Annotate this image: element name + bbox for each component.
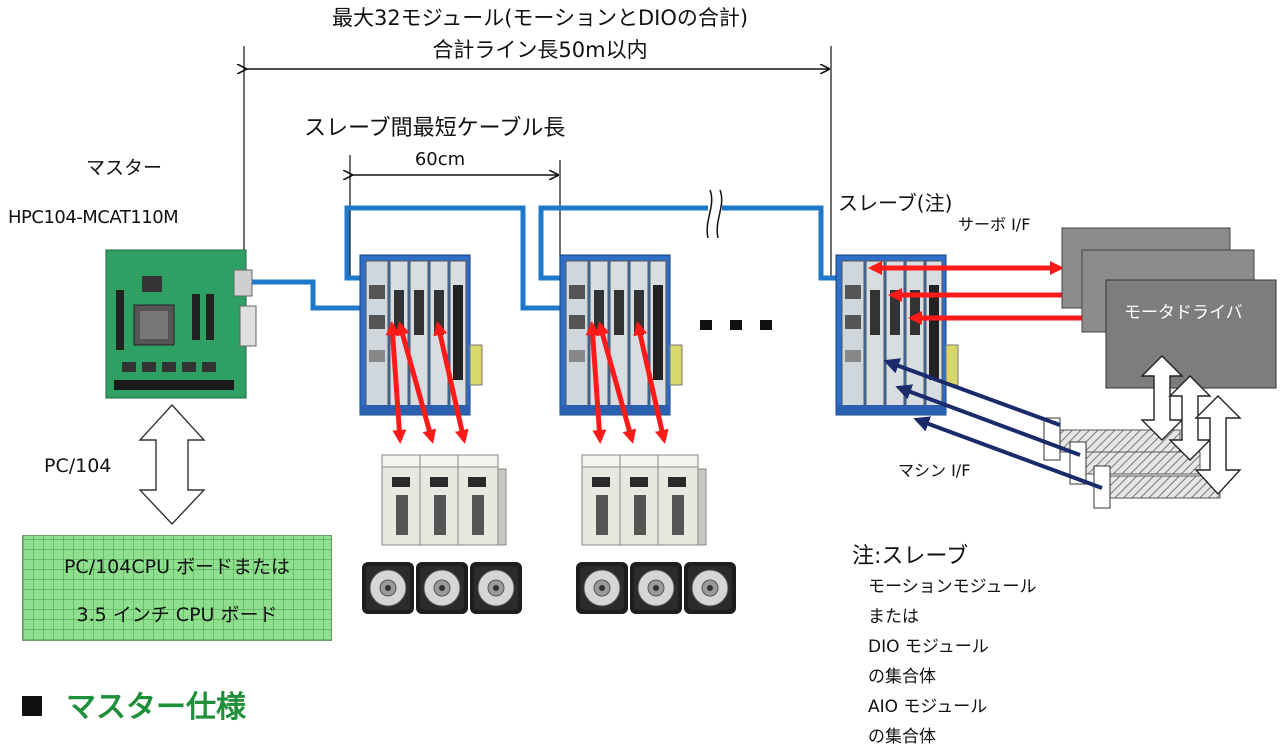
- motor-driver-boxes: [1061, 227, 1277, 389]
- ethercat-cable: [252, 279, 360, 311]
- servo-drivers-group-2: [581, 454, 707, 546]
- servo-drivers-group-1: [381, 454, 507, 546]
- ellipsis-dots: [700, 320, 772, 330]
- note-line: の集合体: [868, 667, 936, 687]
- cpu-board-box: PC/104CPU ボードまたは 3.5 インチ CPU ボード: [22, 535, 332, 641]
- square-bullet-icon: [22, 695, 42, 716]
- span-value: 60cm: [414, 149, 466, 170]
- ethercat-cable: [722, 205, 836, 281]
- machine-hatched-parts: [1043, 417, 1221, 509]
- title-line-2: 合計ライン長50m以内: [432, 38, 648, 62]
- master-model: HPC104-MCAT110M: [8, 207, 179, 228]
- note-line: の集合体: [868, 727, 936, 747]
- note-line: AIO モジュール: [868, 697, 988, 717]
- note-head: 注:スレーブ: [852, 544, 969, 569]
- servo-if-label: サーボ I/F: [958, 215, 1031, 234]
- ethercat-cable: [344, 205, 560, 311]
- master-board: [105, 249, 257, 399]
- slave-module-stack-3: [835, 254, 959, 416]
- slave-module-stack-1: [359, 254, 483, 416]
- motor-driver-label: モータドライバ: [1124, 303, 1243, 323]
- title-line-1: 最大32モジュール(モーションとDIOの合計): [331, 6, 749, 30]
- white-bidirectional-arrows: [1140, 355, 1242, 496]
- master-label: マスター: [85, 157, 163, 179]
- servo-motors-group-1: [361, 561, 523, 615]
- machine-io-arrows: [883, 358, 1103, 490]
- red-bidirectional-arrows: [385, 261, 1104, 444]
- span-label: スレーブ間最短ケーブル長: [304, 116, 566, 141]
- note-line: または: [868, 607, 919, 627]
- note-line: モーションモジュール: [868, 577, 1037, 597]
- bus-label: PC/104: [44, 455, 112, 477]
- slave-module-stack-2: [559, 254, 683, 416]
- slave-note: 注:スレーブ モーションモジュール または DIO モジュール の集合体 AIO…: [852, 542, 1037, 752]
- servo-motors-group-2: [575, 561, 737, 615]
- machine-if-label: マシン I/F: [898, 461, 971, 480]
- section-title-text: マスター仕様: [66, 690, 246, 725]
- ethercat-cable: [538, 205, 708, 281]
- system-diagram: [105, 46, 1277, 615]
- cable-break-mark: [706, 189, 723, 239]
- cpu-board-line-2: 3.5 インチ CPU ボード: [76, 604, 278, 626]
- cpu-board-line-1: PC/104CPU ボードまたは: [63, 556, 291, 578]
- section-title: マスター仕様: [22, 682, 246, 726]
- slave-label: スレーブ(注): [838, 191, 953, 215]
- pc104-bus-arrow: [138, 403, 206, 526]
- note-line: DIO モジュール: [868, 637, 989, 657]
